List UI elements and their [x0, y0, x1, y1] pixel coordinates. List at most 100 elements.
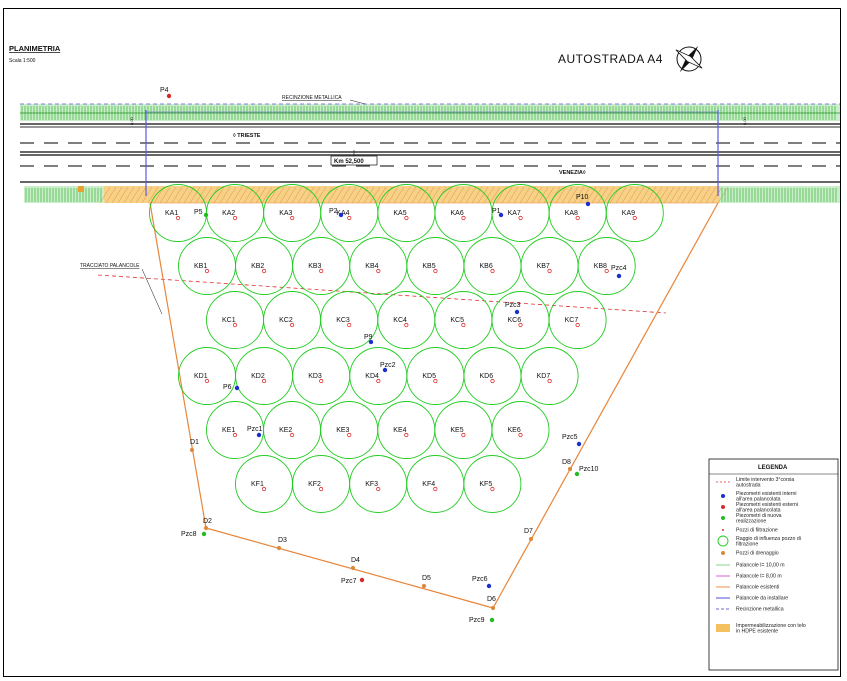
piezometer: P9 [364, 334, 374, 345]
piezometer-marker [338, 212, 344, 218]
legend-item-label: Recinzione metallica [736, 607, 784, 613]
drain-point-marker [350, 565, 356, 571]
well-label: KB8 [594, 263, 607, 270]
filter-well: KB6 [463, 237, 522, 295]
piezometer-marker [585, 201, 591, 207]
piezometer-label: Pzc6 [472, 576, 488, 583]
well-center-marker [433, 486, 438, 492]
drain-point: D8 [562, 459, 573, 472]
direction-venezia: VENEZIA◊ [559, 170, 586, 176]
well-center-marker [461, 322, 466, 328]
well-label: KB7 [537, 263, 550, 270]
filter-well: KE6 [491, 401, 550, 459]
well-label: KD1 [194, 373, 208, 380]
drain-point-label: D2 [203, 518, 212, 525]
piezometer-marker [166, 93, 172, 99]
north-arrow-icon [675, 45, 703, 73]
well-label: KA5 [393, 210, 406, 217]
drain-point-marker [528, 536, 534, 542]
well-center-marker [376, 268, 381, 274]
well-label: KD7 [537, 373, 551, 380]
piezometer-label: Pzc8 [181, 531, 197, 538]
well-center-marker [233, 215, 238, 221]
legend-symbol [721, 551, 725, 555]
piezometer-label: Pzc2 [380, 362, 396, 369]
filter-well: KB1 [178, 237, 236, 295]
filter-well: KB8 [577, 237, 636, 295]
filter-well: KD6 [463, 347, 522, 405]
drain-point-marker [567, 466, 573, 472]
sheet-pile-outline [149, 202, 719, 609]
well-center-marker [518, 322, 523, 328]
legend-symbol [716, 624, 730, 632]
piezometer: Pzc3 [505, 302, 521, 315]
piezometer: P6 [223, 384, 240, 391]
piezometer: Pzc5 [562, 434, 582, 447]
well-influence-circle [406, 455, 465, 513]
legend-item: Palancole da installare [716, 596, 788, 602]
vegetation-band-bottom [24, 186, 840, 203]
well-influence-circle [520, 347, 579, 405]
well-center-marker [490, 486, 495, 492]
filter-well: KA9 [605, 184, 664, 242]
barrier-label: RECINZIONE METALLICA [282, 95, 342, 101]
well-center-marker [518, 432, 523, 438]
well-center-marker [490, 378, 495, 384]
filter-well: KE4 [377, 401, 436, 459]
drain-point: D5 [421, 575, 431, 589]
filter-well: KE2 [263, 401, 322, 459]
well-label: KD3 [308, 373, 322, 380]
drain-point-label: D4 [351, 557, 360, 564]
filter-well: KD7 [520, 347, 579, 405]
well-center-marker [290, 215, 295, 221]
drain-point-label: D3 [278, 537, 287, 544]
piezometer-marker [382, 367, 388, 373]
well-label: KA3 [279, 210, 292, 217]
well-center-marker [289, 432, 295, 438]
piezometer: Pzc6 [472, 576, 492, 589]
well-label: KD2 [251, 373, 265, 380]
filter-well: KB5 [406, 237, 465, 295]
well-influence-circle [349, 455, 408, 513]
filter-well: KC7 [548, 291, 607, 349]
piezometer-label: P4 [160, 87, 169, 94]
well-label: KA4 [336, 210, 349, 217]
well-center-marker [175, 215, 181, 221]
drain-point-label: D6 [487, 596, 496, 603]
road-carriageway [20, 121, 840, 184]
well-label: KA1 [165, 210, 178, 217]
well-label: KE6 [508, 427, 521, 434]
well-center-marker [376, 378, 381, 384]
well-label: KB4 [365, 263, 378, 270]
well-label: KA6 [451, 210, 464, 217]
drain-point: D6 [487, 596, 496, 611]
piezometer-marker [498, 212, 504, 218]
sheet-pile-leader [141, 268, 163, 315]
piezometer-label: P1 [492, 208, 501, 215]
filter-well: KD5 [406, 347, 465, 405]
barrier-leader [349, 99, 366, 105]
well-center-marker [347, 432, 352, 438]
piezometer-marker [359, 577, 365, 583]
piezometer-marker [576, 441, 582, 447]
well-label: KF4 [422, 481, 435, 488]
drain-point-label: D5 [422, 575, 431, 582]
well-label: KD4 [365, 373, 379, 380]
well-label: KE5 [450, 427, 463, 434]
well-center-marker [204, 268, 210, 274]
well-label: KB3 [308, 263, 321, 270]
well-label: KC1 [222, 317, 236, 324]
well-center-marker [232, 432, 238, 438]
legend-item-label: Palancole l= 10,00 m [736, 563, 785, 569]
well-center-marker [518, 215, 523, 221]
well-center-marker [547, 268, 552, 274]
piezometer-label: Pzc9 [469, 617, 485, 624]
drain-point: D7 [524, 528, 534, 542]
well-center-marker [433, 268, 438, 274]
well-label: KF2 [308, 481, 321, 488]
filter-well: KD2 [235, 347, 294, 405]
